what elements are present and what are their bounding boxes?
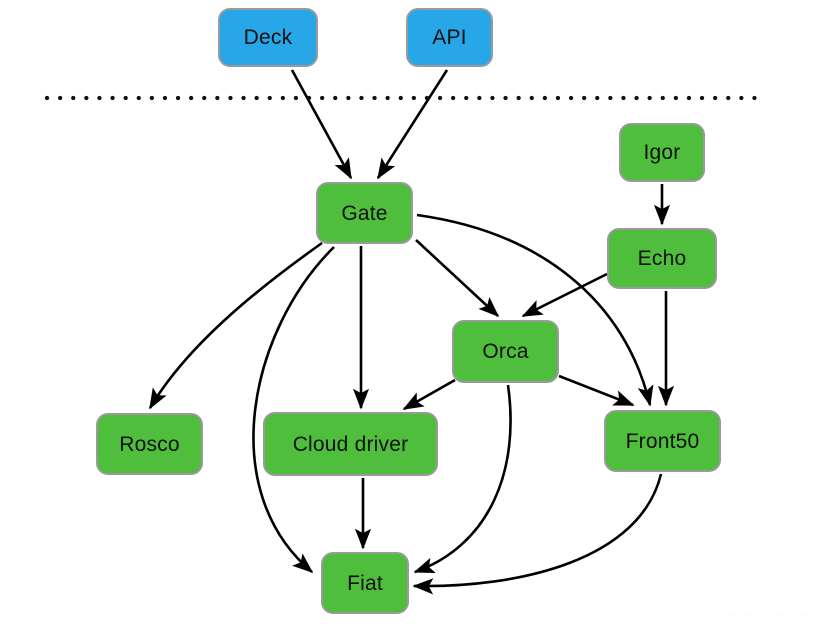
edge-gate-rosco bbox=[148, 241, 323, 410]
edge-orca-fiat bbox=[413, 384, 512, 574]
node-echo[interactable]: Echo bbox=[607, 228, 717, 289]
node-igor[interactable]: Igor bbox=[619, 123, 705, 182]
node-label-orca: Orca bbox=[482, 340, 529, 363]
node-label-clouddriver: Cloud driver bbox=[292, 432, 409, 456]
node-label-front50: Front50 bbox=[625, 429, 700, 453]
node-api[interactable]: API bbox=[406, 8, 493, 67]
node-orca[interactable]: Orca bbox=[452, 320, 559, 383]
edge-api-gate bbox=[376, 69, 449, 180]
node-label-deck: Deck bbox=[243, 26, 293, 49]
node-fiat[interactable]: Fiat bbox=[321, 552, 409, 614]
edge-echo-orca bbox=[521, 272, 608, 318]
edge-front50-fiat bbox=[412, 473, 663, 595]
node-label-api: API bbox=[432, 26, 467, 49]
edge-gate-fiat bbox=[252, 246, 335, 574]
node-front50[interactable]: Front50 bbox=[604, 410, 721, 472]
node-deck[interactable]: Deck bbox=[218, 8, 318, 67]
edge-orca-clouddriver bbox=[402, 378, 456, 411]
watermark-text: https://blog.csdn.net/qixiaoquan66 bbox=[670, 609, 819, 620]
node-clouddriver[interactable]: Cloud driver bbox=[263, 412, 438, 476]
edge-orca-front50 bbox=[558, 374, 635, 407]
edge-deck-gate bbox=[290, 69, 353, 180]
edge-gate-front50 bbox=[416, 213, 654, 407]
node-label-igor: Igor bbox=[643, 141, 681, 164]
node-label-fiat: Fiat bbox=[347, 571, 383, 595]
node-label-echo: Echo bbox=[637, 247, 687, 270]
edges-group bbox=[148, 69, 675, 595]
node-label-rosco: Rosco bbox=[119, 432, 180, 456]
node-label-gate: Gate bbox=[341, 201, 388, 225]
edge-gate-orca bbox=[415, 239, 500, 318]
node-gate[interactable]: Gate bbox=[316, 182, 413, 244]
node-rosco[interactable]: Rosco bbox=[96, 413, 203, 475]
